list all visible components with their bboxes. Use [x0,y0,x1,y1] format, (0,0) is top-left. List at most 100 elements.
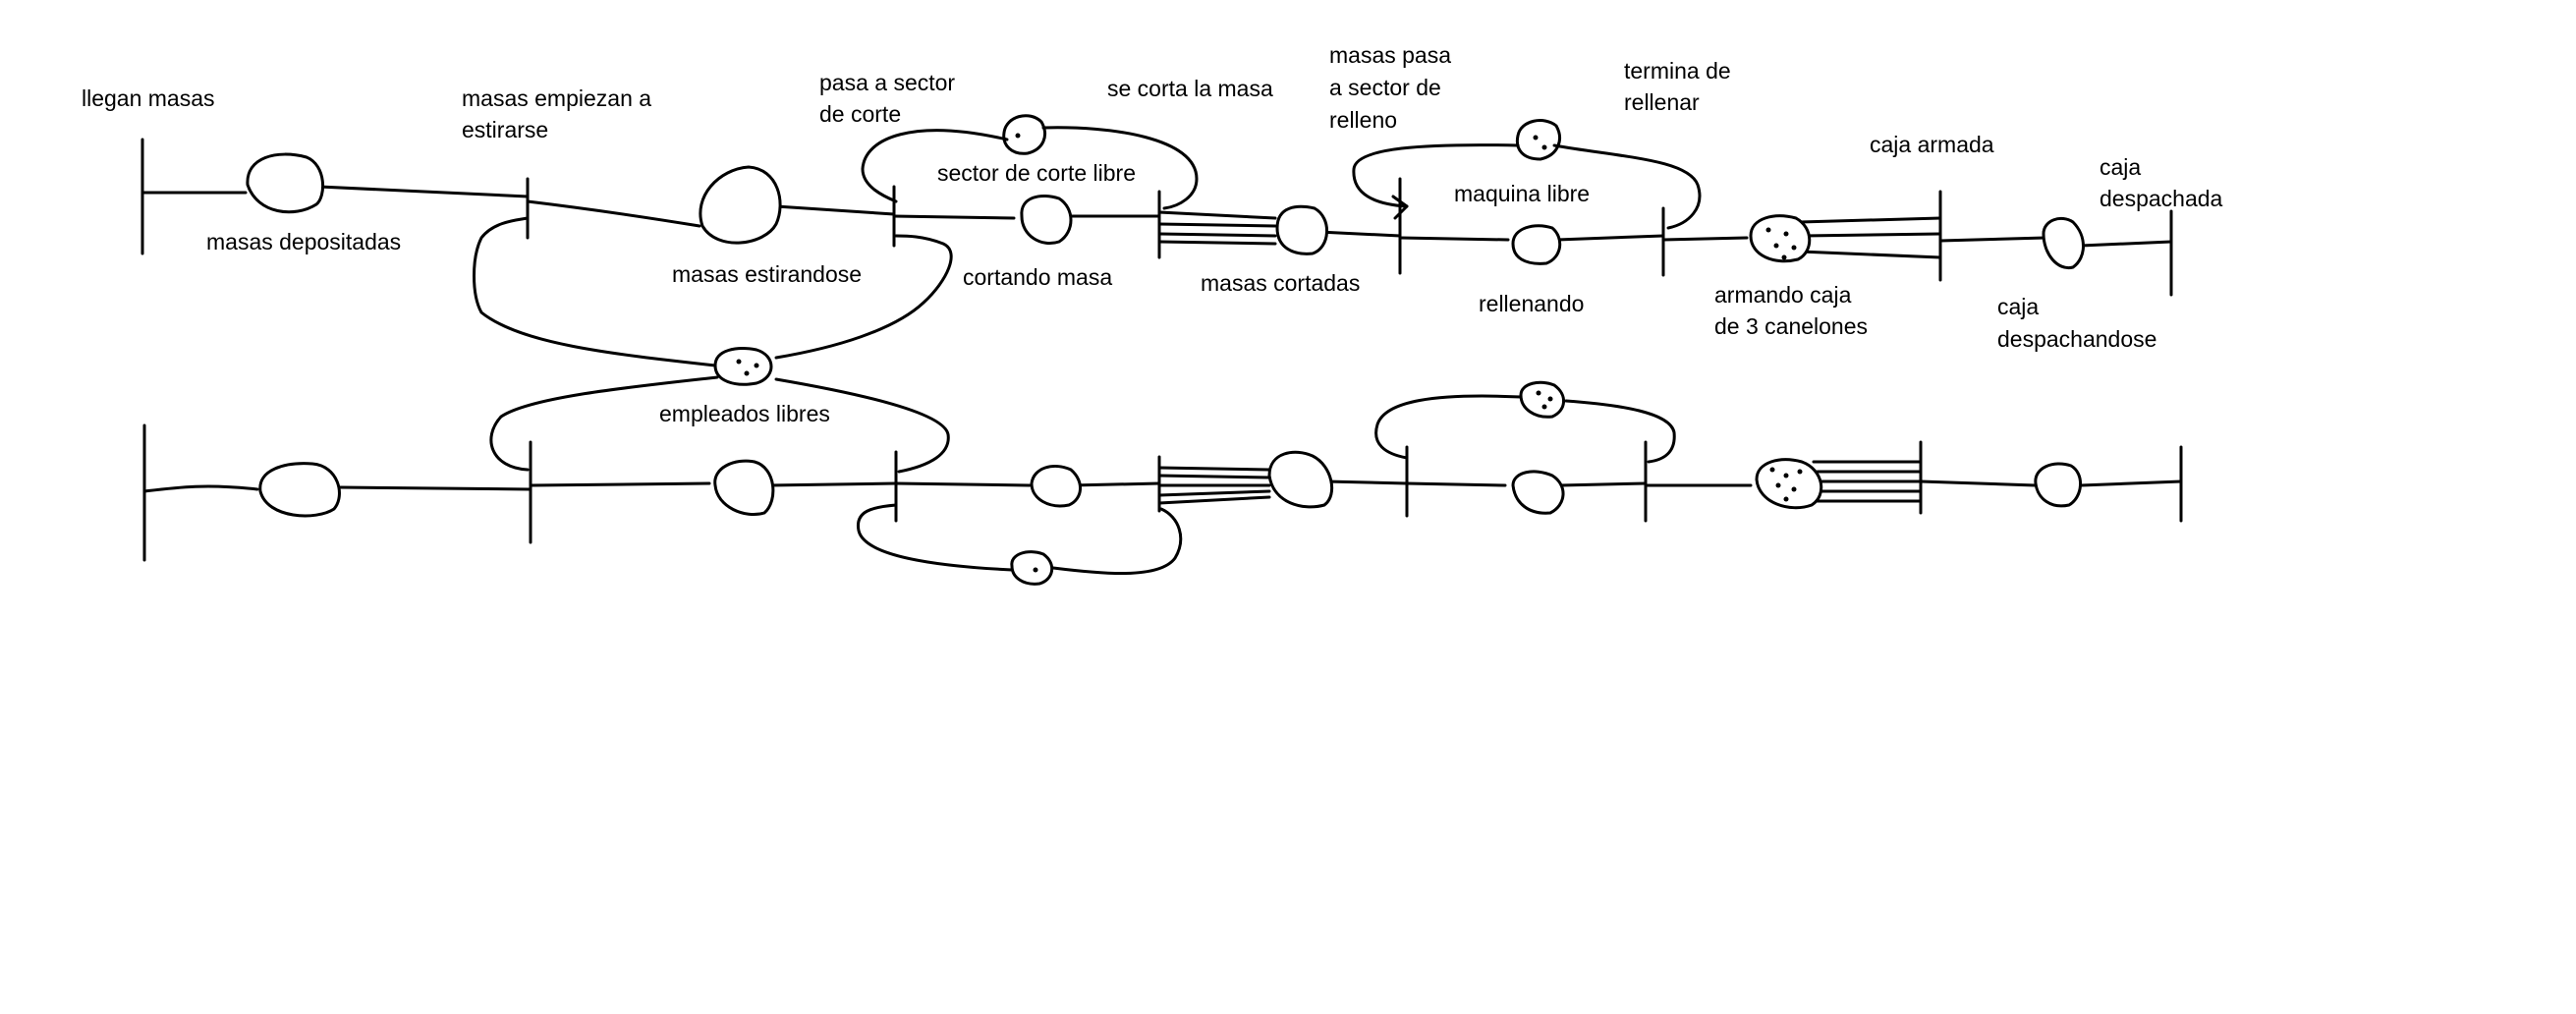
token [754,363,759,368]
label-cortando-masa: cortando masa [963,264,1112,290]
arc [1938,236,2047,243]
loop-arc [1564,399,1676,464]
token [744,370,750,376]
token [1797,469,1803,475]
token [1783,473,1789,479]
label-masas-empiezan-1: masas empiezan a [462,85,651,111]
place-maquina-libre [1515,119,1561,161]
arc-multi [1157,210,1277,246]
token [1533,135,1539,141]
label-termina-1: termina de [1624,58,1731,84]
loop-arc [1051,507,1183,575]
arc [1661,236,1749,242]
arc [526,199,701,228]
token [1781,254,1787,260]
arc [766,481,898,487]
label-caja-despachada-2: despachada [2100,186,2223,211]
place [1030,465,1082,508]
token [1033,567,1038,573]
token [1765,227,1771,233]
place [713,459,775,516]
place [1519,380,1565,419]
top-net [140,114,2173,474]
label-llegan-masas: llegan masas [82,85,215,111]
token [1769,467,1775,473]
label-caja-despachada-1: caja [2100,154,2141,180]
arc [1316,230,1402,238]
arc-multi [1812,460,1923,503]
arc [529,481,711,487]
place-masas-estirandose [699,165,782,245]
label-masas-pasa-1: masas pasa [1329,42,1451,68]
loop-arc [857,503,1014,572]
arc [1069,481,1161,487]
token [1783,496,1789,502]
token [1791,486,1797,492]
arc [142,484,259,493]
loop-arc [774,377,950,474]
loop-arc [1552,143,1702,230]
loop-arc [489,375,719,472]
label-termina-2: rellenar [1624,89,1700,115]
place [1755,458,1823,510]
label-armando-caja-2: de 3 canelones [1714,313,1868,339]
place [2034,462,2082,508]
place-armando-caja [1749,214,1812,263]
label-se-corta: se corta la masa [1107,76,1273,101]
label-masas-pasa-2: a sector de [1329,75,1441,100]
label-empleados-libres: empleados libres [659,401,830,426]
label-caja-armada: caja armada [1870,132,1994,157]
place-empleados-libres [713,347,773,386]
label-masas-empiezan-2: estirarse [462,117,548,142]
token [1547,396,1553,402]
loop-arc [861,129,1009,203]
arc [2079,479,2183,487]
token [1791,245,1797,251]
label-masas-pasa-3: relleno [1329,107,1397,133]
place-sector-corte-libre [1002,114,1046,155]
place [1267,450,1334,509]
loop-arc [473,216,717,367]
arc [1558,481,1648,487]
token [1541,404,1547,410]
arc [1405,481,1507,487]
arc-multi [1157,466,1271,505]
token [1775,482,1781,488]
place [1010,550,1054,586]
arc [894,481,1032,487]
arc [1324,479,1409,485]
label-pasa-sector-2: de corte [819,101,901,127]
arc [774,204,896,216]
place [258,462,341,518]
label-caja-despachandose-1: caja [1997,294,2039,319]
token [1773,243,1779,249]
label-caja-despachandose-2: despachandose [1997,326,2156,352]
arc [338,485,532,491]
place-masas-depositadas [246,152,325,214]
token [736,359,742,365]
label-masas-cortadas: masas cortadas [1201,270,1360,296]
place-rellenando [1511,224,1562,265]
place-caja-despachandose [2042,217,2085,270]
token [1541,144,1547,150]
place-cortando-masa [1020,194,1073,245]
place [1511,470,1565,515]
arc [1398,236,1510,242]
loop-arc [1374,394,1523,460]
arc [317,185,530,198]
token [1536,390,1541,396]
token [1783,231,1789,237]
label-maquina-libre: maquina libre [1454,181,1590,206]
label-sector-corte-libre: sector de corte libre [937,160,1136,186]
arc [892,214,1016,220]
bottom-net [142,380,2183,586]
arc [1555,234,1665,242]
loop-arc [774,234,953,360]
arc [1919,479,2038,487]
label-armando-caja-1: armando caja [1714,282,1852,308]
place-masas-cortadas [1275,204,1328,255]
arc [2079,240,2173,248]
loop-arc [1352,143,1520,208]
token [1015,133,1021,139]
